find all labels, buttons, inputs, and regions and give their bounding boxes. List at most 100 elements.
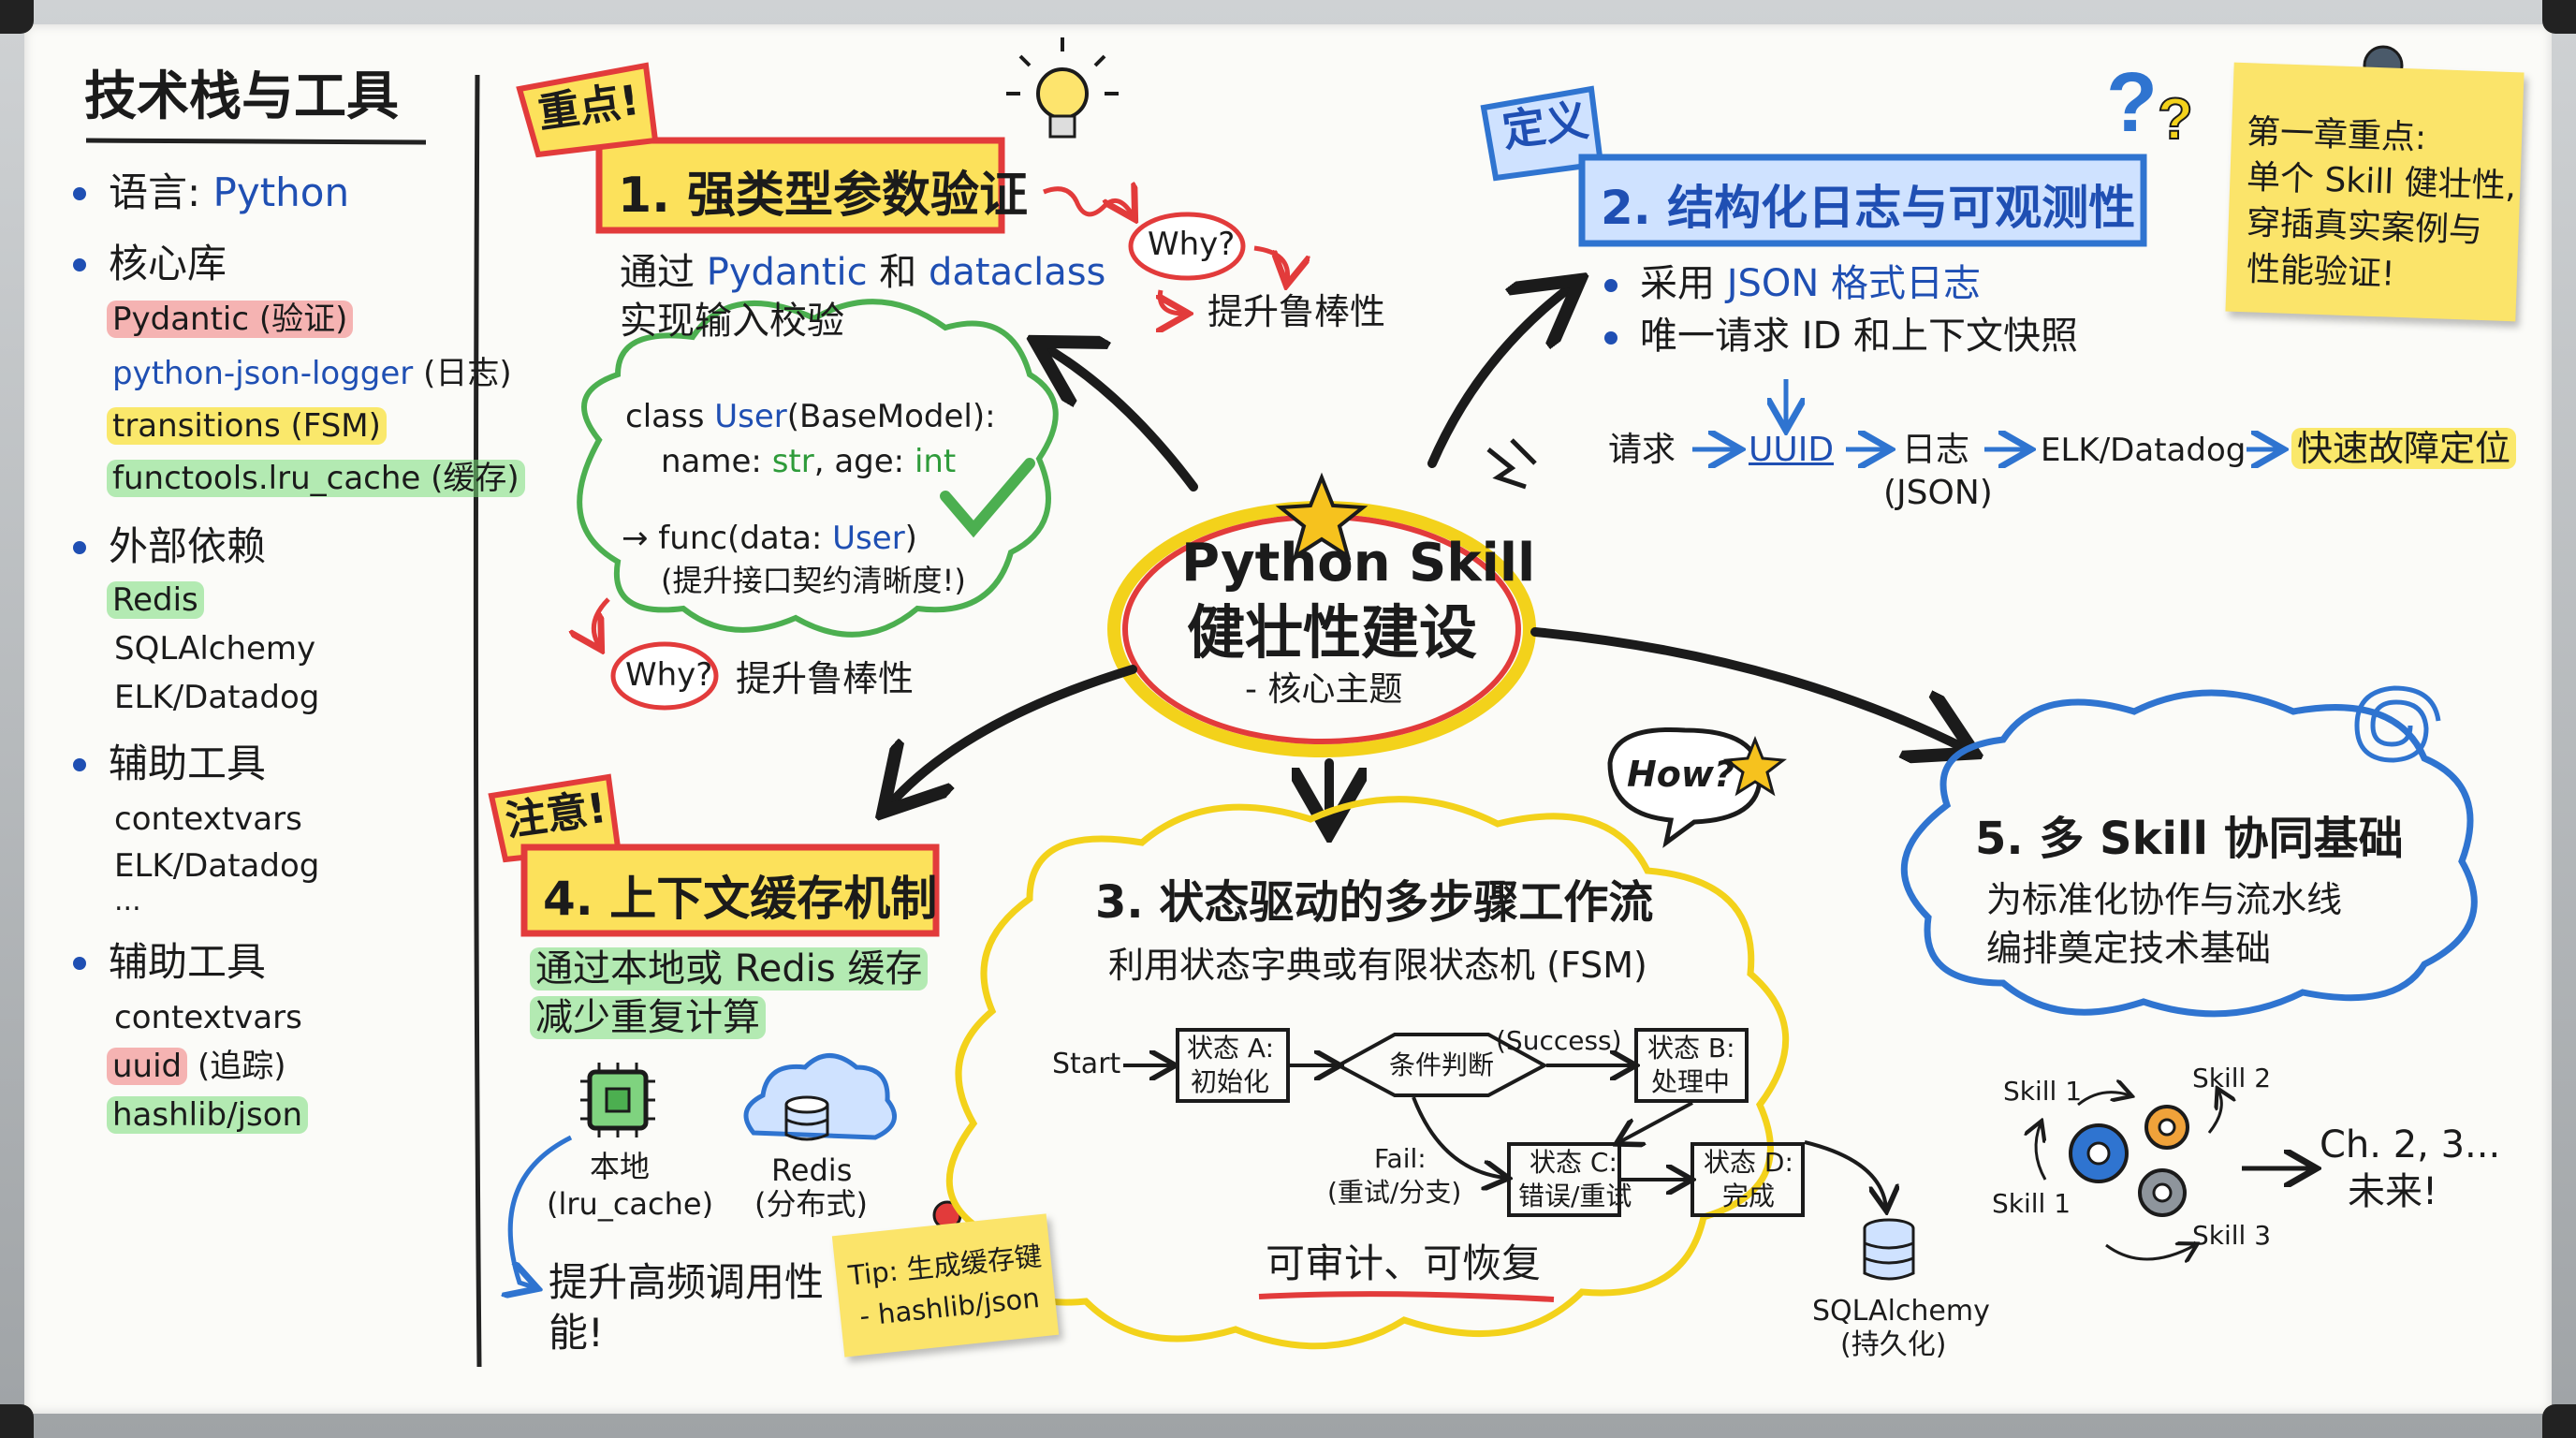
core-item-transitions: transitions (FSM) [107,407,387,445]
why-bubble-2-arrow [593,597,610,646]
n2-bullet-1-json: JSON 格式日志 [1726,262,1982,305]
n1-desc-pydantic: Pydantic [706,251,868,294]
lightbulb-icon [1006,37,1119,139]
gear-label-skill3: Skill 3 [2192,1220,2272,1251]
fsm-state-c-1: 状态 C: [1530,1147,1617,1178]
gear-label-skill2: Skill 2 [2192,1063,2272,1093]
frame-corner-br [2542,1404,2576,1438]
n5-desc-2: 编排奠定技术基础 [1986,928,2272,969]
n5-future-2: 未来! [2348,1170,2438,1213]
n2-flow-uuid: UUID [1749,431,1835,469]
sidebar-language-label: 语言: [109,169,213,215]
n1-why-2-result: 提升鲁棒性 [736,658,915,699]
gears-icon [2069,1105,2189,1217]
n5-desc-1: 为标准化协作与流水线 [1986,879,2343,920]
fsm-state-d-2: 完成 [1722,1181,1776,1211]
sticky-line-3: 穿插真实案例与 [2246,203,2483,251]
fsm-fail-2: (重试/分支) [1327,1177,1462,1208]
fsm-arrows [1123,1065,1886,1208]
why-squiggle-arrow [1043,189,1133,215]
fsm-fail-1: Fail: [1374,1143,1427,1174]
n2-flow-request: 请求 [1608,431,1676,469]
center-star-icon [1275,472,1368,561]
sidebar-aux1-item: ELK/Datadog [114,847,320,885]
n2-flow-json: (JSON) [1883,474,1993,512]
n4-desc-1: 通过本地或 Redis 缓存 [530,947,929,990]
code-line-2: name: str, age: int [661,443,957,480]
code-field-age: , age: [813,443,915,480]
sidebar-aux1-item: ... [114,885,141,917]
n1-title-frame [595,137,1005,234]
sidebar-core-item: functools.lru_cache (缓存) [107,460,525,497]
n4-title: 4. 上下文缓存机制 [543,872,938,926]
sidebar-aux1-heading: 辅助工具 [72,741,267,786]
spiral-icon [2354,685,2441,763]
n5-future-1: Ch. 2, 3... [2320,1123,2501,1167]
code-base-model: (BaseModel): [786,398,996,435]
fsm-state-c-2: 错误/重试 [1518,1181,1632,1211]
db-label: SQLAlchemy [1812,1295,1990,1328]
n1-desc-prefix: 通过 [620,251,707,294]
n3-footer: 可审计、可恢复 [1266,1240,1542,1286]
code-type-str: str [771,443,814,480]
core-item-logger-note: (日志) [423,355,512,392]
db-sub: (持久化) [1840,1328,1947,1361]
sidebar-ext-heading: 外部依赖 [72,523,267,569]
sidebar-core-item: Pydantic (验证) [107,301,354,338]
code-field-name: name: [661,443,772,480]
fsm-state-b-1: 状态 B: [1647,1033,1735,1064]
main-arrows [889,286,1966,824]
code-type-int: int [914,443,957,480]
n2-flow-elk: ELK/Datadog [2041,432,2247,469]
code-func: → func(data: [622,520,833,557]
center-subtitle: - 核心主题 [1245,670,1403,709]
n4-desc-2-text: 减少重复计算 [530,996,766,1039]
n2-flow-result-text: 快速故障定位 [2291,428,2517,469]
fsm-state-b-2: 处理中 [1651,1066,1731,1097]
svg-text:?: ? [2106,56,2158,150]
n4-desc-2: 减少重复计算 [530,996,766,1039]
n3-how: How? [1627,754,1735,795]
fsm-state-a-1: 状态 A: [1187,1033,1274,1064]
svg-text:?: ? [2158,87,2193,152]
sidebar-title: 技术栈与工具 [84,66,399,127]
code-func-type: User [832,520,905,557]
n2-title: 2. 结构化日志与可观测性 [1601,181,2136,235]
n5-title: 5. 多 Skill 协同基础 [1975,813,2404,865]
n4-result-arrow [510,1135,573,1287]
database-icon [1863,1218,1915,1281]
aux-item-hashlib: hashlib/json [107,1096,309,1134]
code-note: (提升接口契约清晰度!) [661,563,966,598]
n1-why-2: Why? [625,656,713,694]
how-star-icon [1723,735,1787,797]
gear-label-skill1-left: Skill 1 [1992,1188,2071,1219]
chip-icon [580,1063,655,1137]
code-cloud [577,299,1059,638]
n4-redis-sub: (分布式) [754,1186,868,1222]
n1-why: Why? [1148,226,1236,263]
why-result-arrow [1160,289,1184,314]
n2-bullet-1-prefix: 采用 [1640,262,1727,305]
n3-cloud [945,796,1790,1350]
ext-item-redis: Redis [107,581,204,619]
n4-result-2: 能! [549,1310,604,1356]
n1-title: 1. 强类型参数验证 [618,168,1029,224]
sidebar-language-value: Python [212,169,350,215]
n4-desc-1-text: 通过本地或 Redis 缓存 [530,947,929,990]
n1-description-line2: 实现输入校验 [620,300,844,343]
code-keyword-class: class [625,398,715,435]
n4-local-sub: (lru_cache) [547,1186,714,1222]
sidebar-ext-item: SQLAlchemy [114,630,316,668]
fsm-condition: 条件判断 [1389,1049,1495,1080]
sidebar-core-item: python-json-logger (日志) [112,355,512,392]
gears-arrows [2036,1091,2312,1259]
sidebar-separator [85,74,482,1368]
spark-icon [1486,438,1537,490]
code-line-1: class User(BaseModel): [625,398,996,435]
n2-bullet-2: 唯一请求 ID 和上下文快照 [1603,315,2079,358]
aux-item-uuid-note: (追踪) [197,1048,286,1085]
n2-flow-result: 快速故障定位 [2291,428,2517,470]
n2-bullet-1: 采用 JSON 格式日志 [1603,262,1982,305]
sidebar-core-item: transitions (FSM) [107,407,387,445]
